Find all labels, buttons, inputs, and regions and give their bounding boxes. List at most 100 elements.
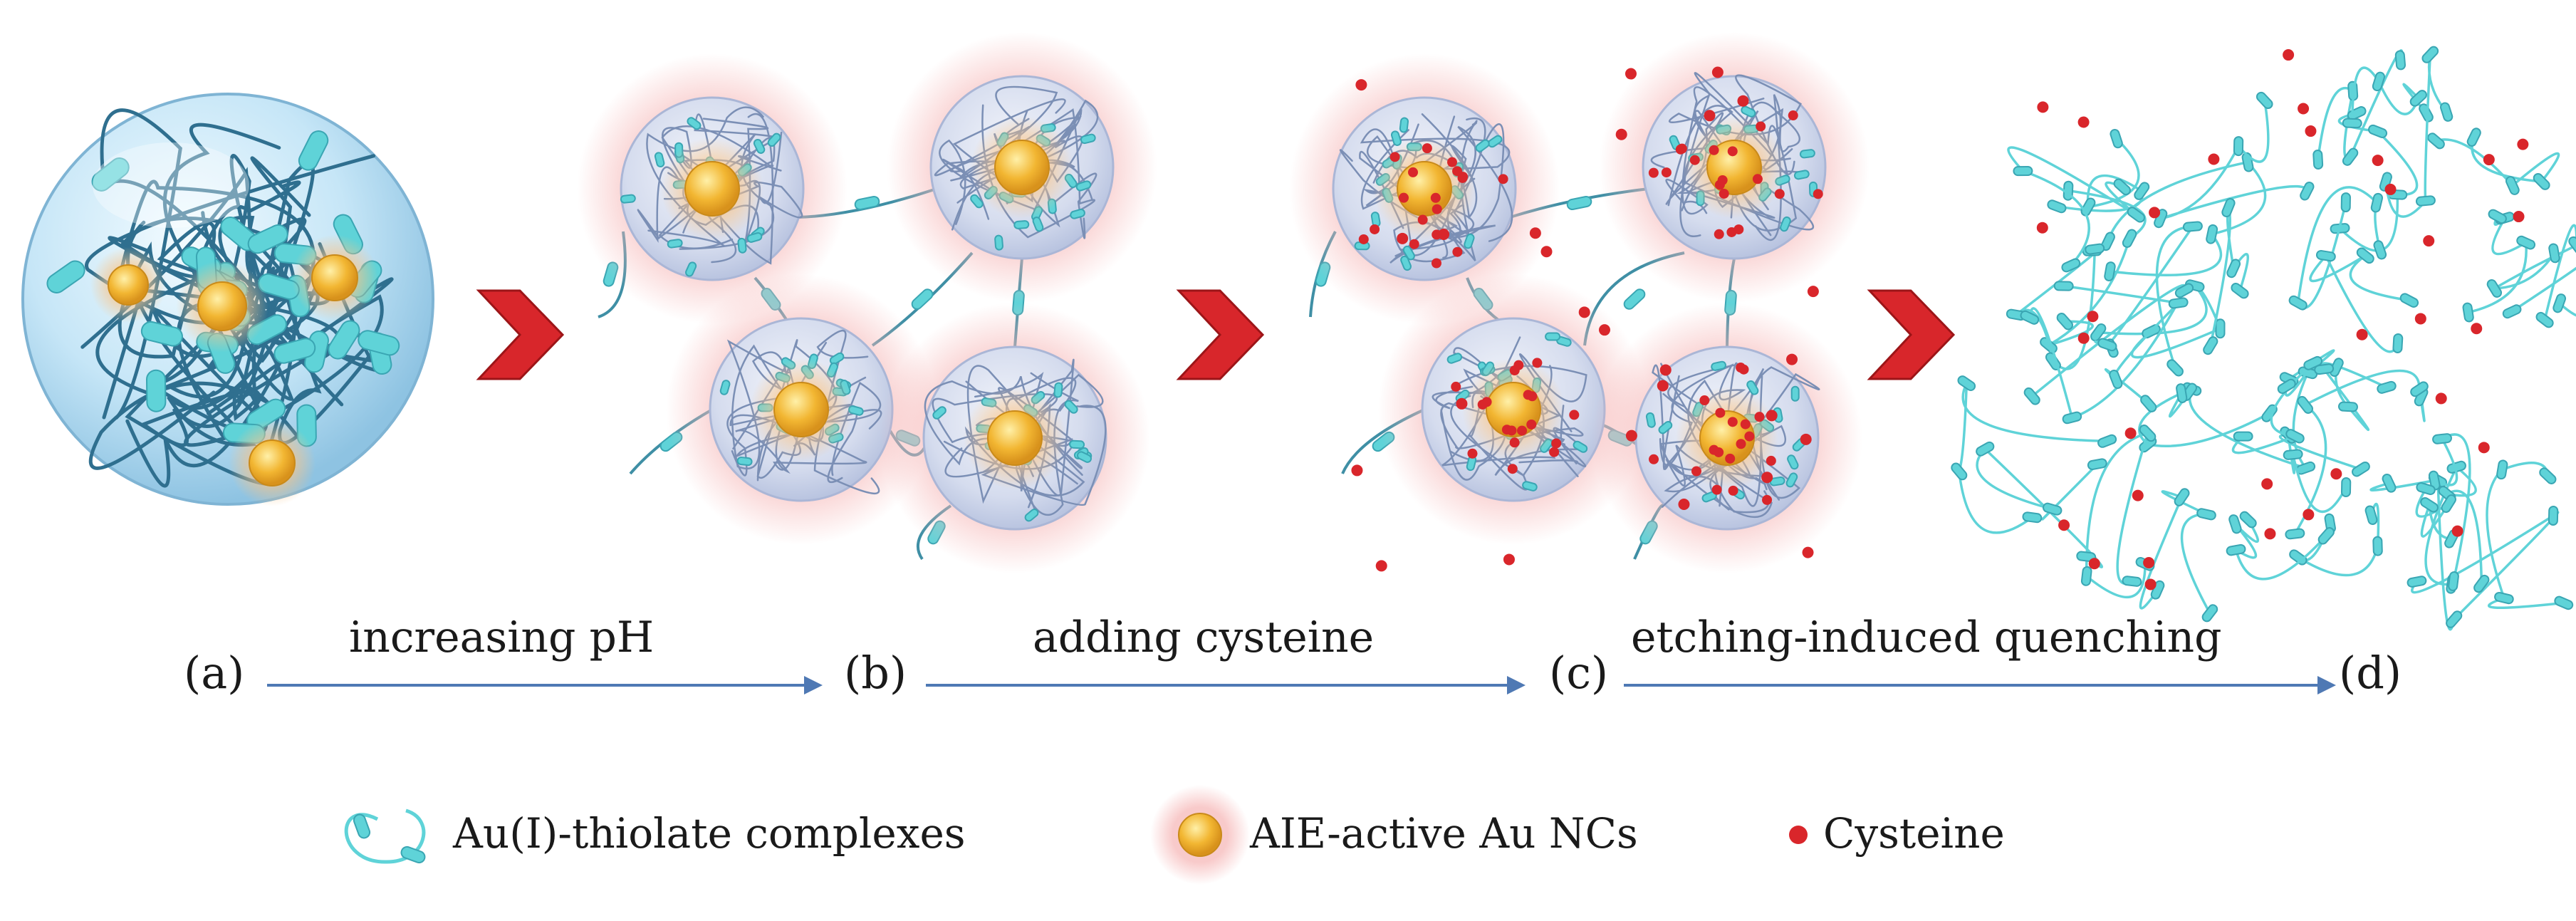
- cysteine-dot: [1355, 79, 1367, 91]
- cysteine-dot: [2058, 519, 2070, 531]
- cysteine-dot: [2423, 235, 2435, 247]
- cysteine-dot: [2143, 556, 2155, 568]
- cysteine-dot: [1761, 472, 1773, 484]
- au-nc: [197, 281, 247, 331]
- cysteine-dot: [2124, 427, 2137, 439]
- complex-segment: [746, 232, 763, 243]
- particle-3: [666, 274, 937, 545]
- free-strand: [2434, 135, 2560, 187]
- cysteine-dot: [1704, 110, 1716, 122]
- complex-segment: [1013, 220, 1030, 229]
- cysteine-dot: [1532, 358, 1543, 368]
- cysteine-dot: [1456, 397, 1468, 410]
- cysteine-dot: [1446, 157, 1457, 167]
- au-nc: [108, 264, 149, 306]
- complex-segment: [2368, 124, 2388, 138]
- complex-segment: [2285, 429, 2305, 444]
- complex-segment: [2494, 591, 2514, 605]
- complex-segment: [2432, 433, 2452, 444]
- complex-segment: [1790, 385, 1800, 402]
- cysteine-dot: [1503, 553, 1515, 566]
- complex-segment: [1799, 149, 1815, 159]
- complex-segment: [2047, 199, 2067, 214]
- complex-segment: [2421, 46, 2439, 63]
- complex-segment: [2110, 128, 2123, 149]
- complex-segment: [687, 117, 702, 130]
- panel-a: [21, 93, 434, 506]
- cysteine-dot: [1754, 412, 1765, 422]
- complex-segment: [2087, 458, 2107, 470]
- free-strand: [2160, 99, 2309, 220]
- cysteine-dot: [1659, 364, 1672, 376]
- complex-segment: [2399, 293, 2419, 308]
- cysteine-dot: [2132, 489, 2144, 501]
- cysteine-dot: [2077, 332, 2090, 344]
- cysteine-dot: [1625, 430, 1637, 442]
- cysteine-dot: [1802, 546, 1814, 558]
- legend-cysteine-icon: [1789, 826, 1808, 844]
- complex-segment: [2239, 511, 2257, 529]
- complex-segment: [2352, 461, 2370, 477]
- step-arrow-etching: [1624, 676, 2336, 694]
- cysteine-dot: [1467, 448, 1478, 459]
- free-strand: [2139, 490, 2211, 615]
- cysteine-dot: [1408, 167, 1419, 177]
- complex-segment: [2548, 243, 2560, 264]
- cysteine-dot: [2305, 125, 2317, 137]
- complex-segment: [2394, 50, 2406, 71]
- complex-segment: [767, 132, 781, 147]
- free-strand: [2466, 215, 2528, 314]
- particle-4: [880, 303, 1150, 573]
- complex-segment: [1464, 233, 1475, 249]
- cysteine-dot: [1737, 95, 1749, 107]
- complex-segment: [2300, 181, 2315, 201]
- complex-segment: [2356, 247, 2374, 264]
- complex-segment: [2340, 477, 2352, 498]
- complex-segment: [1446, 353, 1463, 364]
- cysteine-dot: [1717, 175, 1728, 185]
- cysteine-dot: [1719, 188, 1729, 199]
- cysteine-dot: [2414, 313, 2426, 325]
- free-strand: [2055, 137, 2144, 212]
- cysteine-dot: [2303, 509, 2315, 521]
- complex-segment: [1053, 382, 1063, 398]
- complex-segment: [1957, 375, 1976, 392]
- legend-label-nc: AIE-active Au NCs: [1250, 809, 1638, 858]
- complex-segment: [1400, 255, 1412, 271]
- legend-nc-icon: [1178, 813, 1222, 857]
- panel-label-d: (d): [2339, 647, 2402, 699]
- cysteine-dot: [1766, 455, 1776, 466]
- cysteine-dot: [1452, 246, 1463, 257]
- cysteine-dot: [1766, 410, 1778, 422]
- cysteine-dot: [1509, 365, 1520, 376]
- step-arrow-etching-head: [2317, 676, 2336, 694]
- cysteine-dot: [1431, 258, 1441, 269]
- complex-segment: [91, 157, 130, 192]
- complex-segment: [2372, 536, 2383, 556]
- particle-2: [887, 32, 1157, 303]
- au-nc: [1397, 161, 1452, 217]
- complex-segment: [2340, 192, 2351, 213]
- cysteine-dot: [2298, 103, 2310, 115]
- complex-segment: [1077, 451, 1092, 463]
- cysteine-dot: [1452, 166, 1463, 177]
- cysteine-dot: [1800, 433, 1812, 445]
- complex-segment: [2314, 363, 2335, 375]
- complex-segment: [2042, 502, 2063, 516]
- free-strand: [2411, 479, 2560, 631]
- complex-segment: [2554, 595, 2574, 610]
- cysteine-dot: [1422, 143, 1432, 154]
- free-strand: [2231, 362, 2315, 454]
- free-strand: [2424, 465, 2483, 586]
- complex-segment: [2166, 359, 2184, 377]
- panel-label-a: (a): [184, 647, 245, 699]
- cysteine-dot: [1677, 143, 1687, 154]
- complex-segment: [2076, 551, 2097, 563]
- complex-segment: [2139, 425, 2157, 442]
- complex-segment: [140, 321, 183, 347]
- complex-segment: [667, 239, 683, 249]
- complex-segment: [1024, 509, 1039, 522]
- complex-segment: [2203, 336, 2218, 355]
- complex-segment: [2233, 431, 2253, 442]
